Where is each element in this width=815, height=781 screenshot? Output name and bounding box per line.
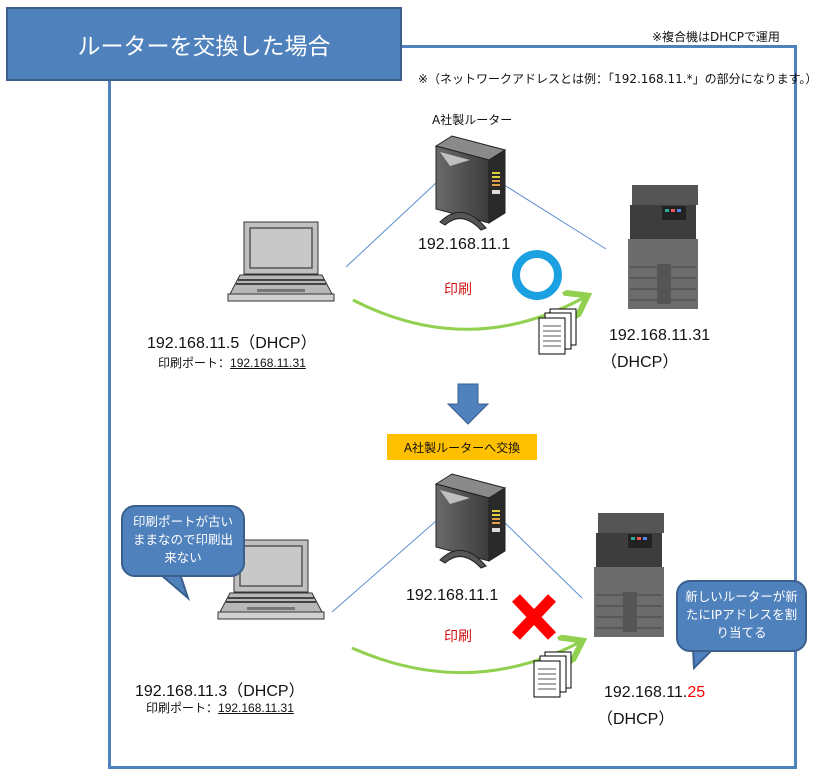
- note-network-prefix: ※（ネットワークアドレスとは例：「192.168.11.*」の部分になります。）: [418, 72, 815, 86]
- mfp-mode: （DHCP）: [601, 354, 679, 371]
- pc-print-port: 印刷ポート：192.168.11.31: [146, 699, 294, 716]
- router-ip: 192.168.11.1: [418, 236, 511, 253]
- laptop-icon: [227, 221, 335, 302]
- page-title: ルーターを交換した場合: [6, 7, 402, 81]
- circle-ok-icon: [512, 250, 562, 300]
- network-line-router-mfp: [500, 518, 583, 599]
- print-port-label: 印刷ポート：: [158, 356, 231, 370]
- pc-ip: 192.168.11.3（DHCP）: [135, 683, 305, 700]
- network-line-router-mfp: [500, 182, 607, 250]
- print-port-value: 192.168.11.31: [218, 701, 294, 715]
- router-swap-label: A社製ルーターへ交換: [387, 434, 537, 460]
- documents-icon: [538, 308, 577, 355]
- print-port-value: 192.168.11.31: [230, 356, 306, 370]
- bubble-tail: [157, 573, 191, 602]
- print-label: 印刷: [444, 629, 472, 645]
- mfp-ip: 192.168.11.25: [604, 684, 705, 702]
- pc-speech-bubble: 印刷ポートが古いままなので印刷出来ない: [121, 505, 245, 577]
- laptop-icon: [217, 539, 325, 620]
- print-port-label: 印刷ポート：: [146, 701, 219, 715]
- cross-fail-icon: [512, 594, 556, 640]
- arrow-down-icon: [446, 383, 490, 425]
- diagram-frame: [108, 45, 797, 769]
- router-ip: 192.168.11.1: [406, 587, 499, 604]
- pc-ip: 192.168.11.5（DHCP）: [147, 335, 317, 352]
- mfp-speech-bubble: 新しいルーターが新たにIPアドレスを割り当てる: [676, 580, 807, 652]
- network-line-pc-router: [331, 520, 437, 613]
- print-label: 印刷: [444, 282, 472, 298]
- mfp-icon: [628, 185, 698, 309]
- mfp-icon: [594, 513, 664, 637]
- note-mfp-dhcp: ※複合機はDHCPで運用: [652, 30, 780, 44]
- router-label: A社製ルーター: [432, 113, 513, 127]
- network-line-pc-router: [345, 182, 437, 268]
- router-icon: [434, 473, 507, 569]
- pc-print-port: 印刷ポート：192.168.11.31: [158, 354, 306, 371]
- router-icon: [434, 135, 507, 231]
- documents-icon: [533, 651, 572, 698]
- mfp-ip: 192.168.11.31: [609, 327, 711, 344]
- mfp-mode: （DHCP）: [597, 711, 675, 728]
- mfp-ip-prefix: 192.168.11.: [604, 684, 688, 701]
- mfp-ip-new-suffix: 25: [687, 684, 706, 701]
